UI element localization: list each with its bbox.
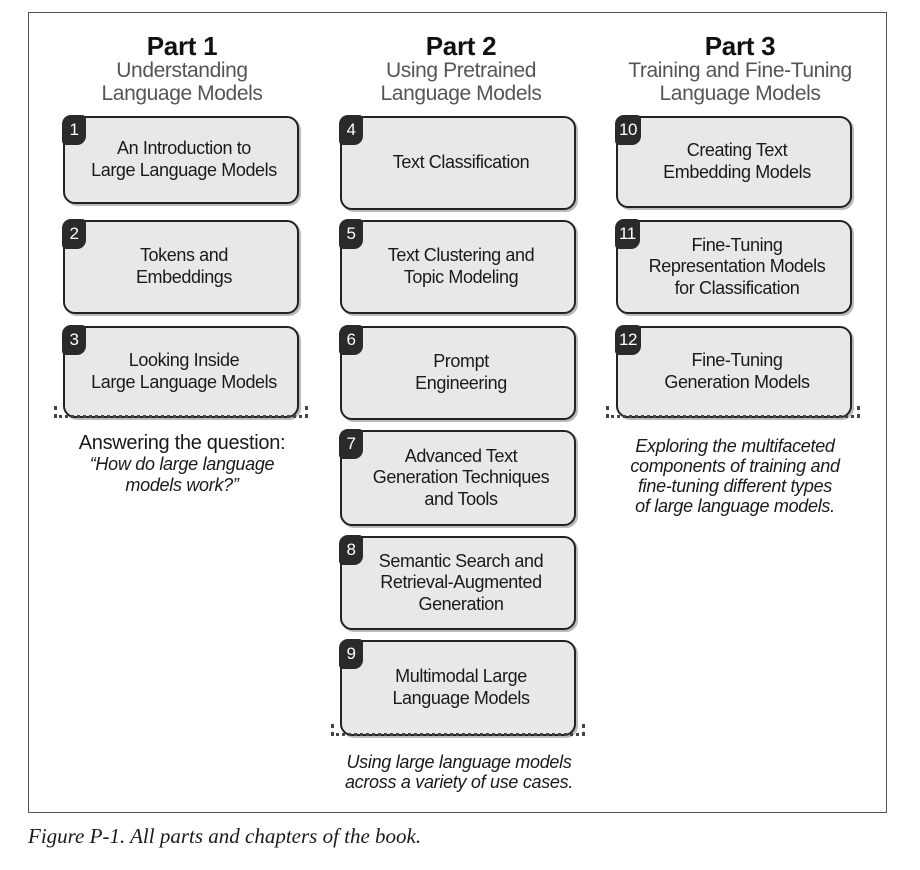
chapter-2-title: Tokens and Embeddings: [135, 245, 233, 287]
chapter-7-box: 7 Advanced Text Generation Techniques an…: [339, 429, 576, 526]
part-3-note-text: Exploring the multifaceted components of…: [630, 436, 840, 517]
chapter-10-title: Creating Text Embedding Models: [663, 140, 811, 182]
part-3-header: Part 3 Training and Fine-Tuning Language…: [615, 32, 865, 105]
chapter-4-number: 4: [339, 115, 363, 145]
chapter-9-box: 9 Multimodal Large Language Models: [339, 639, 576, 736]
chapter-4-title: Text Classification: [392, 152, 530, 173]
chapter-8-number: 8: [339, 535, 363, 565]
part-1-note-lead: Answering the question:: [78, 432, 286, 454]
chapter-6-number: 6: [339, 325, 363, 355]
chapter-2-number: 2: [62, 219, 86, 249]
part-3-subtitle: Training and Fine-Tuning Language Models: [628, 59, 852, 105]
chapter-5-number: 5: [339, 219, 363, 249]
part-1-note: Answering the question: “How do large la…: [48, 432, 316, 495]
chapter-3-box: 3 Looking Inside Large Language Models: [62, 325, 299, 418]
part-2-subtitle: Using Pretrained Language Models: [380, 59, 542, 105]
chapter-9-title: Multimodal Large Language Models: [392, 666, 530, 708]
part-2-header: Part 2 Using Pretrained Language Models: [336, 32, 586, 105]
chapter-10-number: 10: [615, 115, 641, 145]
part-1-header: Part 1 Understanding Language Models: [57, 32, 307, 105]
chapter-1-box: 1 An Introduction to Large Language Mode…: [62, 115, 299, 204]
part-3-label: Part 3: [704, 31, 776, 61]
chapter-8-box: 8 Semantic Search and Retrieval-Augmente…: [339, 535, 576, 630]
chapter-11-title: Fine-Tuning Representation Models for Cl…: [648, 234, 826, 298]
chapter-6-title: Prompt Engineering: [415, 351, 507, 393]
chapter-1-number: 1: [62, 115, 86, 145]
chapter-11-number: 11: [615, 219, 640, 249]
part-3-note: Exploring the multifaceted components of…: [604, 436, 866, 517]
chapter-12-title: Fine-Tuning Generation Models: [664, 350, 810, 392]
chapter-9-number: 9: [339, 639, 363, 669]
part-1-label: Part 1: [146, 31, 218, 61]
chapter-10-box: 10 Creating Text Embedding Models: [615, 115, 852, 208]
chapter-4-box: 4 Text Classification: [339, 115, 576, 210]
part-2-note-text: Using large language models across a var…: [344, 752, 574, 793]
chapter-2-box: 2 Tokens and Embeddings: [62, 219, 299, 314]
part-2-label: Part 2: [425, 31, 497, 61]
chapter-7-title: Advanced Text Generation Techniques and …: [372, 445, 550, 509]
chapter-5-box: 5 Text Clustering and Topic Modeling: [339, 219, 576, 314]
part-1-subtitle: Understanding Language Models: [101, 59, 263, 105]
chapter-8-title: Semantic Search and Retrieval-Augmented …: [378, 550, 544, 614]
figure-caption: Figure P-1. All parts and chapters of th…: [28, 824, 422, 848]
chapter-6-box: 6 Prompt Engineering: [339, 325, 576, 420]
chapter-3-title: Looking Inside Large Language Models: [91, 350, 277, 392]
chapter-7-number: 7: [339, 429, 363, 459]
part-2-bracket: [331, 724, 585, 736]
part-3-bracket: [606, 406, 860, 418]
chapter-5-title: Text Clustering and Topic Modeling: [387, 245, 535, 287]
chapter-12-box: 12 Fine-Tuning Generation Models: [615, 325, 852, 418]
chapter-3-number: 3: [62, 325, 86, 355]
chapter-1-title: An Introduction to Large Language Models: [91, 138, 277, 180]
chapter-11-box: 11 Fine-Tuning Representation Models for…: [615, 219, 852, 314]
part-2-note: Using large language models across a var…: [326, 752, 592, 792]
chapter-12-number: 12: [615, 325, 641, 355]
part-1-bracket: [54, 406, 308, 418]
part-1-note-question: “How do large language models work?”: [89, 454, 275, 495]
